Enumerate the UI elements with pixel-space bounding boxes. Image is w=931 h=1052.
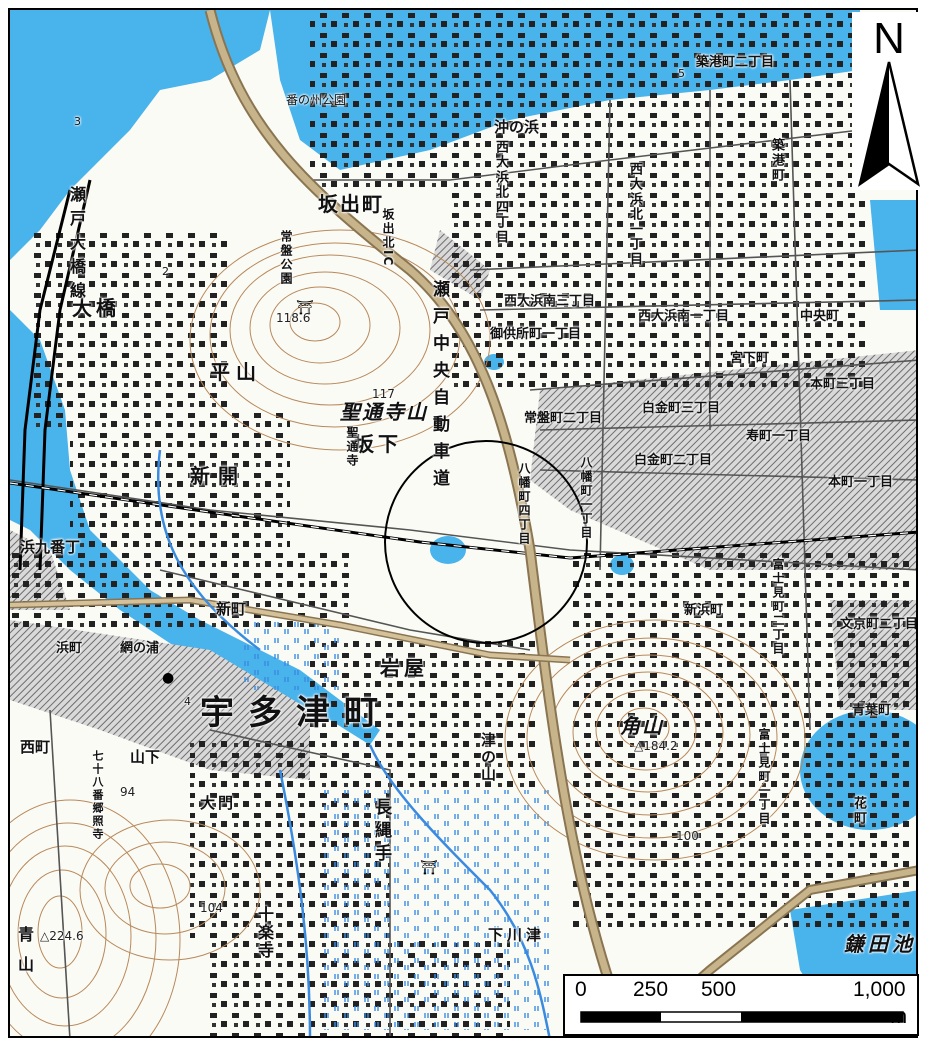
- label-nishioohama-kita1: 西大浜北一丁目: [626, 162, 642, 267]
- label-shoutsuji-yama: 聖通寺山: [340, 400, 428, 424]
- label-sakashita: 坂下: [354, 432, 402, 456]
- label-nishioohama-minami1: 西大浜南一丁目: [638, 309, 730, 324]
- label-jurakuji: 十楽寺: [255, 906, 274, 960]
- label-motomachi-3: 本町三丁目: [810, 377, 876, 392]
- route-4-label: 4: [184, 695, 191, 708]
- label-shinkai: 新開: [190, 464, 246, 488]
- label-okinohama: 沖の浜: [494, 118, 540, 136]
- label-chikkou-2: 築港町二丁目: [696, 55, 775, 70]
- label-yamashita: 山下: [130, 748, 161, 766]
- label-shinhama: 新浜町: [684, 603, 724, 618]
- label-nishioohama-kita4: 西大浜北四丁目: [492, 140, 508, 245]
- elev-118: 118.6: [276, 311, 311, 325]
- label-bunkyo-2: 文京町二丁目: [840, 617, 918, 632]
- elev-94: 94: [120, 785, 136, 799]
- paddy-fields: [240, 620, 550, 1030]
- label-nagatsuna: 長縄手: [371, 798, 391, 867]
- north-label: N: [873, 14, 905, 63]
- label-oohashi: 大橋: [72, 296, 120, 320]
- scale-tick-500: 500: [701, 978, 737, 1001]
- label-nishimachi: 西町: [20, 738, 51, 756]
- label-iwaya: 岩屋: [380, 656, 428, 680]
- label-kotobuki-1: 寿町一丁目: [746, 429, 812, 444]
- contour-lines: [10, 229, 806, 1036]
- label-gokusho-1: 御供所町一丁目: [490, 327, 582, 342]
- label-nishioohama-minami3: 西大浜南三丁目: [504, 294, 596, 309]
- label-fujimi-2: 富士見町二丁目: [771, 558, 785, 656]
- label-shinmachi: 新町: [216, 600, 247, 618]
- elev-117: 117: [372, 387, 395, 401]
- map-canvas: ⛩ ● ⛩: [10, 10, 916, 1036]
- elev-104: 104: [200, 901, 223, 915]
- label-chuo: 中央町: [800, 309, 840, 324]
- label-tokiwa-park: 常盤公園: [279, 230, 293, 286]
- contour-100: 100: [676, 829, 699, 843]
- route-2-label: 2: [162, 265, 169, 278]
- scale-tick-1000: 1,000: [853, 978, 906, 1001]
- label-kadoyama: 角山: [620, 714, 664, 738]
- label-fujimi-1: 富士見町一丁目: [757, 728, 771, 826]
- label-shoutsuji-temple: 聖通寺: [345, 426, 359, 468]
- label-hama-9: 浜九番丁: [20, 538, 81, 556]
- label-kamata-pond: 鎌田池: [844, 932, 916, 956]
- building-clusters: [10, 10, 910, 1036]
- town-label-sakaide: 坂出町: [318, 192, 384, 216]
- label-seto-ohashi-line: 瀬戸大橋線: [67, 186, 86, 306]
- label-hirayama: 平山: [210, 360, 262, 384]
- elev-aoyama: △224.6: [40, 929, 84, 943]
- map-frame: ⛩ ● ⛩ 宇多津町 坂出町 番の州公園 沖の浜 築港町二丁目 築港町 西大浜北…: [8, 8, 918, 1038]
- expressway: [204, 10, 635, 1036]
- label-banshu-park: 番の州公園: [286, 93, 347, 107]
- label-shimokawatsu: 下川津: [488, 926, 546, 944]
- scale-bar-graphic: [580, 1011, 904, 1023]
- label-aoyama: 青山: [15, 926, 34, 986]
- label-shirokane-3: 白金町三丁目: [642, 401, 721, 416]
- scale-tick-250: 250: [633, 978, 669, 1001]
- label-tsunoyama: 津の山: [479, 732, 497, 783]
- highlight-circle: [384, 440, 588, 644]
- label-chikkou: 築港町: [769, 138, 784, 183]
- label-motomachi-1: 本町一丁目: [828, 475, 894, 490]
- label-yawata-1: 八幡町一丁目: [579, 456, 593, 540]
- elev-kadoyama: △184.2: [634, 739, 678, 753]
- svg-text:⛩: ⛩: [420, 860, 438, 876]
- scale-unit: m: [890, 1006, 907, 1028]
- label-sakaide-kita-ic: 坂出北IC: [381, 208, 395, 268]
- town-label-udatsu: 宇多津町: [200, 693, 392, 733]
- label-miyashita: 宮下町: [730, 351, 770, 366]
- label-expressway: 瀬戸中央自動車道: [429, 280, 449, 496]
- scale-tick-0: 0: [575, 978, 587, 1001]
- label-aminoura: 網の浦: [120, 641, 160, 656]
- temple-shrine-markers: ⛩ ● ⛩: [162, 300, 438, 876]
- label-aoba: 青葉町: [852, 703, 892, 718]
- label-shirokane-2: 白金町二丁目: [634, 453, 713, 468]
- svg-text:●: ●: [162, 670, 174, 686]
- label-hamamachi: 浜町: [56, 641, 83, 656]
- north-arrow: N: [852, 12, 926, 190]
- scale-bar: 0 250 500 1,000 m: [563, 974, 919, 1036]
- label-oomon: 大門: [200, 794, 237, 812]
- label-tokiwa-2: 常盤町二丁目: [524, 411, 603, 426]
- local-roads: [10, 79, 916, 1036]
- label-hanamachi: 花町: [851, 796, 866, 826]
- label-kyoshoji: 七十八番郷照寺: [91, 750, 104, 841]
- route-3-label: 3: [74, 115, 81, 128]
- north-arrow-icon: [858, 61, 920, 187]
- svg-text:⛩: ⛩: [296, 300, 314, 316]
- route-5-label: 5: [678, 67, 685, 80]
- label-yawata-4: 八幡町四丁目: [517, 462, 531, 546]
- creeks: [156, 449, 551, 1036]
- railway-dash: [10, 482, 916, 559]
